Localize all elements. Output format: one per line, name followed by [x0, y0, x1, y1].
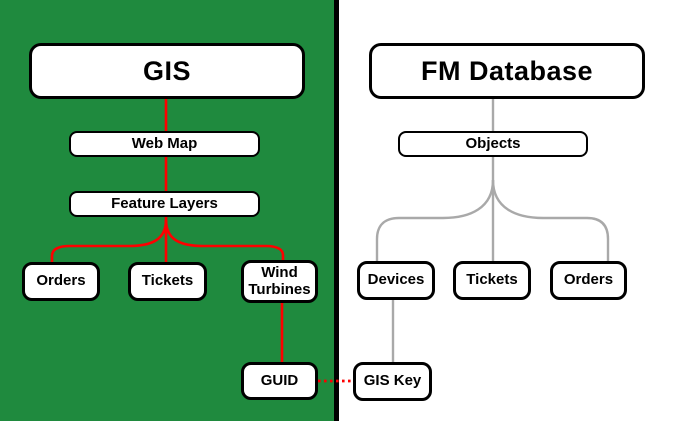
- node-wind-turbines: Wind Turbines: [241, 260, 318, 303]
- node-fm-orders: Orders: [550, 261, 627, 300]
- node-gis: GIS: [29, 43, 305, 99]
- connector-objects-devices: [375, 179, 495, 261]
- node-fm-database: FM Database: [369, 43, 645, 99]
- node-web-map: Web Map: [69, 131, 260, 157]
- connector-objects-orders: [491, 179, 610, 261]
- connector-featurelayers-orders: [50, 219, 168, 262]
- panel-divider: [334, 0, 339, 421]
- node-objects: Objects: [398, 131, 588, 157]
- node-gis-tickets: Tickets: [128, 262, 207, 301]
- node-feature-layers: Feature Layers: [69, 191, 260, 217]
- node-devices: Devices: [357, 261, 435, 300]
- connector-featurelayers-windturbines: [164, 219, 285, 260]
- node-guid: GUID: [241, 362, 318, 400]
- node-gis-key: GIS Key: [353, 362, 432, 401]
- node-gis-orders: Orders: [22, 262, 100, 301]
- node-fm-tickets: Tickets: [453, 261, 531, 300]
